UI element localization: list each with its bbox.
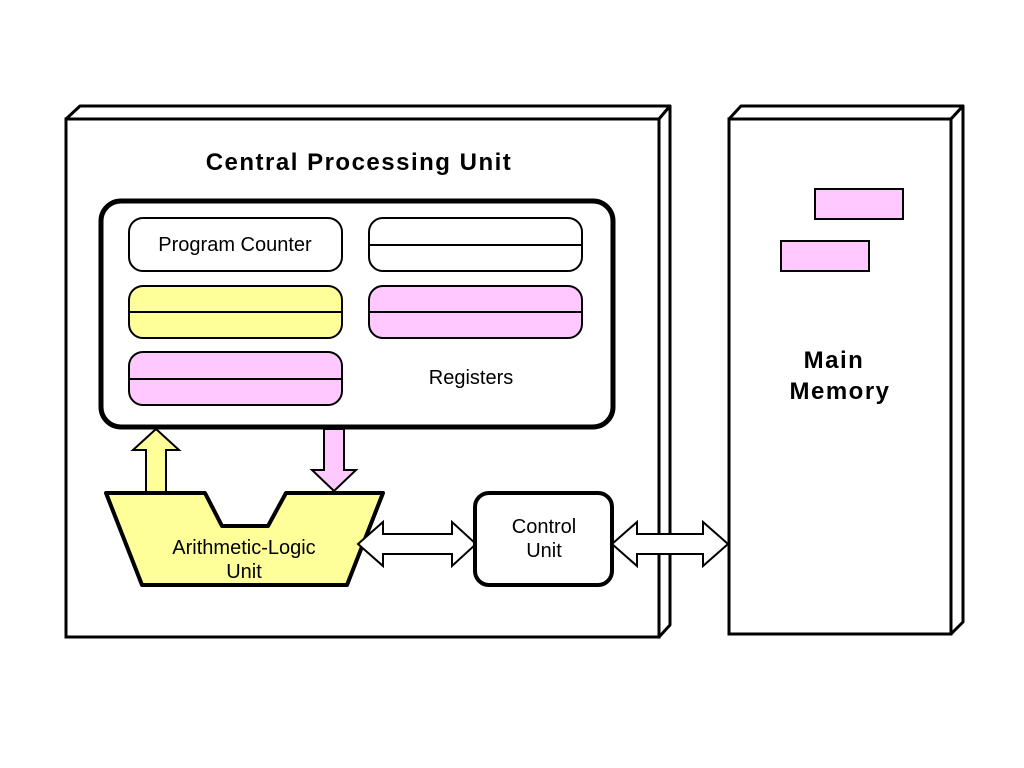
control-unit-box — [473, 491, 614, 587]
registers-label: Registers — [429, 367, 513, 389]
registers-to-alu-arrow — [309, 428, 359, 493]
cpu-box-top-face — [64, 104, 672, 121]
program-counter-label: Program Counter — [158, 234, 312, 256]
memory-cell-1 — [814, 188, 904, 220]
alu-label-line2: Unit — [226, 561, 262, 583]
memory-label-line1: Main — [804, 347, 865, 374]
control-unit-label-line1: Control — [512, 516, 576, 538]
memory-box-top-face — [727, 104, 965, 121]
alu-to-registers-arrow — [130, 427, 182, 494]
memory-label-line2: Memory — [789, 378, 890, 405]
alu-label-line1: Arithmetic-Logic — [172, 537, 315, 559]
control-unit-label-line2: Unit — [526, 540, 562, 562]
control-memory-double-arrow — [610, 519, 730, 569]
program-counter-register — [128, 217, 343, 272]
alu-shape — [104, 491, 385, 587]
memory-box-side-face — [949, 104, 965, 636]
cpu-title: Central Processing Unit — [206, 149, 513, 176]
memory-cell-2 — [780, 240, 870, 272]
cpu-box-side-face — [657, 104, 672, 639]
